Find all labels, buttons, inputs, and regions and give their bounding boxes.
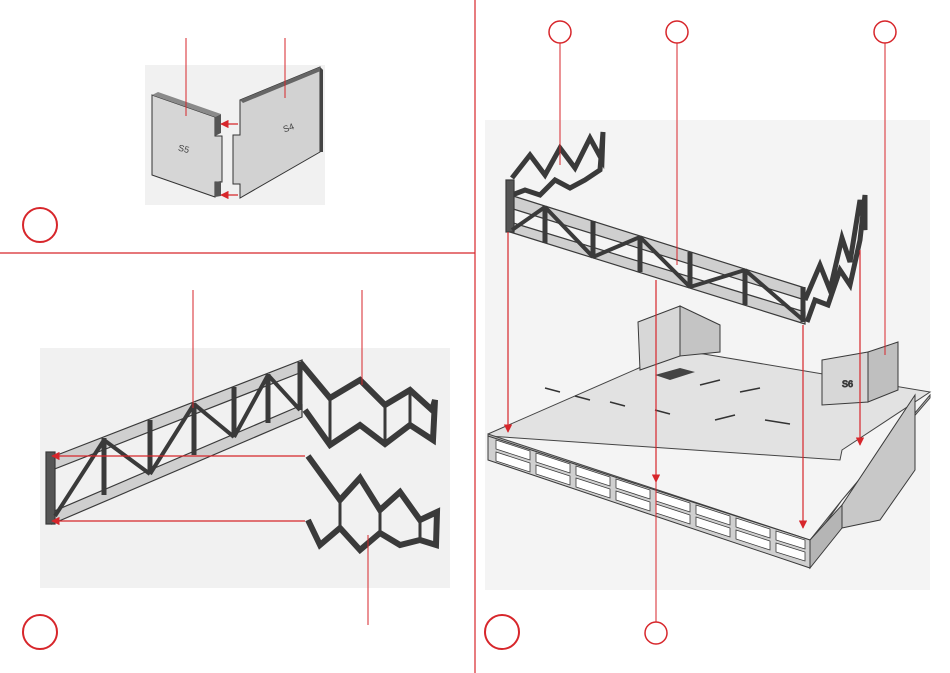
panel-bottom-left [23, 290, 450, 649]
small-wall-part-label: S6 [842, 379, 853, 389]
step-circle [23, 615, 57, 649]
callout-circle-3 [874, 21, 896, 43]
callout-circle-2 [666, 21, 688, 43]
panel-right: S6 [485, 21, 930, 649]
panel-top-left: S5 S4 [23, 38, 325, 242]
step-circle [485, 615, 519, 649]
callout-circle-1 [549, 21, 571, 43]
callout-circle-4 [645, 622, 667, 644]
step-circle [23, 208, 57, 242]
